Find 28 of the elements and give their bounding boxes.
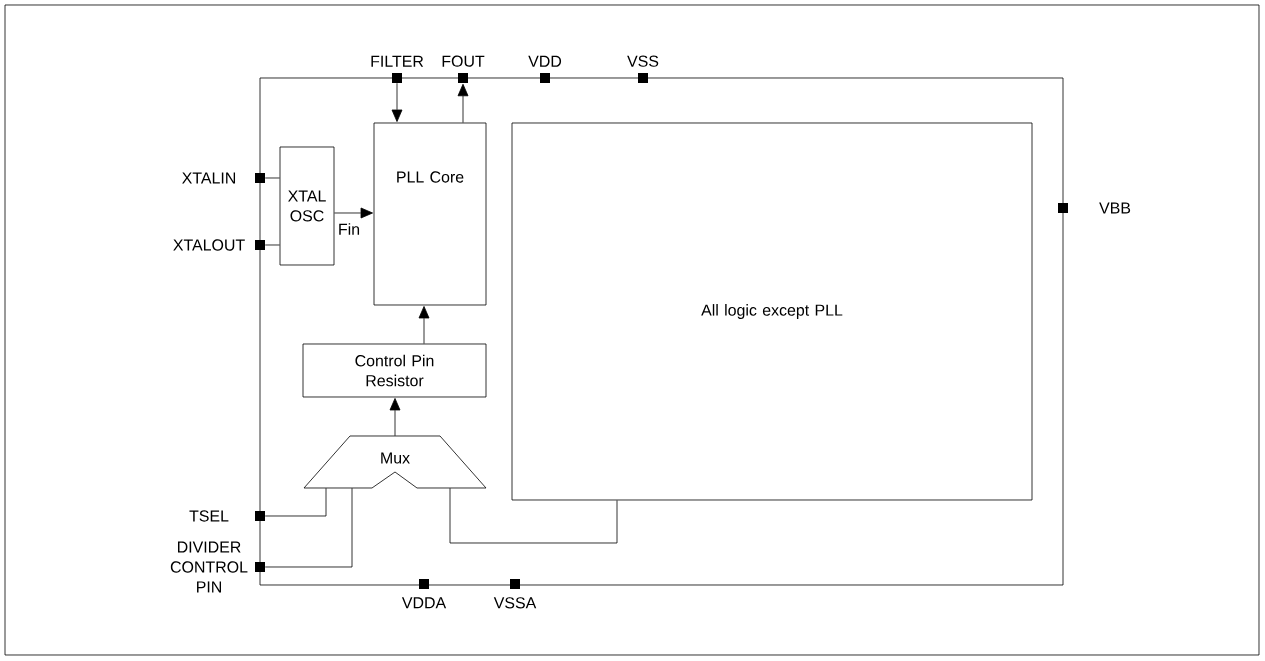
arrow: [418, 306, 430, 344]
edge-label: Fin: [336, 222, 362, 236]
pin-label: VSS: [627, 55, 659, 67]
pin-label: XTALIN: [182, 172, 235, 184]
pll-core-box: PLL Core: [373, 122, 487, 306]
arrow: [391, 82, 403, 122]
pin-label: VDDA: [401, 597, 447, 609]
pin-label: XTALOUT: [173, 239, 245, 251]
pin-label: FOUT: [442, 55, 485, 67]
mux-trapezoid: Mux: [303, 435, 487, 489]
pin-label: VBB: [1099, 202, 1131, 214]
pin-label: FILTER: [371, 55, 424, 67]
pin-label: VSSA: [493, 597, 537, 609]
connector-line: [264, 487, 353, 568]
oscillator-box: XTAL OSC: [279, 146, 335, 266]
resistor-box: Control Pin Resistor: [302, 343, 487, 398]
pin-label: TSEL: [189, 510, 229, 522]
arrow: [389, 398, 401, 437]
chip-outline: [259, 77, 1064, 586]
arrow: [457, 83, 469, 123]
connector-line: [264, 177, 280, 179]
pin-label: DIVIDER CONTROL PIN: [170, 541, 248, 593]
logic-block: All logic except PLL: [511, 122, 1033, 501]
connector-line: [264, 244, 280, 246]
connector-line: [449, 487, 618, 544]
connector-line: [264, 487, 327, 517]
arrow: [334, 207, 373, 219]
pin-label: VDD: [528, 55, 562, 67]
